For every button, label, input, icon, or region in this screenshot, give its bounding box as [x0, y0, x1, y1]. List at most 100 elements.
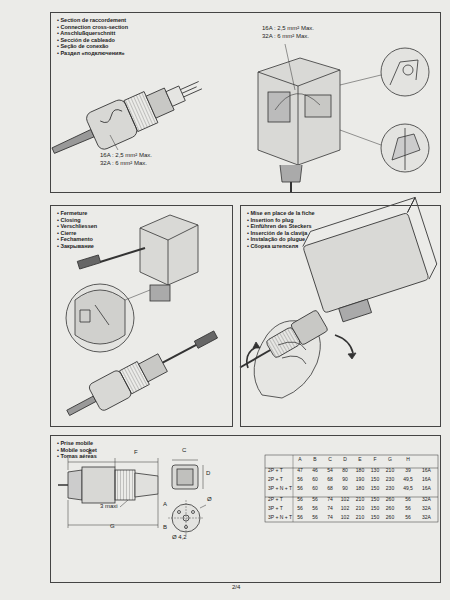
socket-drawing [258, 44, 429, 192]
dimension-label: 3 maxi [100, 503, 118, 510]
table-cell: 49,5 [403, 476, 413, 482]
table-cell: 150 [371, 485, 379, 491]
panel-heading: • Prise mobile [57, 440, 434, 447]
panel-heading: • Instalação do plugue [247, 236, 434, 243]
table-cell: 32A [422, 514, 431, 520]
table-cell: 210 [386, 467, 394, 473]
panel-heading: • Connection cross-section [57, 24, 434, 31]
panel-heading: • Inserción de la clavija [247, 230, 434, 237]
table-cell: 56 [297, 505, 303, 511]
panel-heading: • Mobile socket [57, 447, 434, 454]
table-cell: 180 [356, 467, 364, 473]
panel-heading: • Section de raccordement [57, 17, 434, 24]
table-cell: 56 [405, 514, 411, 520]
table-cell: 49,5 [403, 485, 413, 491]
table-cell: 74 [327, 496, 333, 502]
table-cell: 56 [297, 476, 303, 482]
table-cell: 32A [422, 496, 431, 502]
table-cell: 60 [312, 485, 318, 491]
dimension-label: 16A : 2,5 mm² Max. [100, 152, 152, 159]
table-cell: 2P + T [268, 467, 283, 473]
panel-heading: • Sección de cableado [57, 37, 434, 44]
panel-heading: • Cierre [57, 230, 226, 237]
table-cell: 16A [422, 467, 431, 473]
table-cell: 150 [371, 476, 379, 482]
table-cell: 16A [422, 485, 431, 491]
panel-heading: • Закрывание [57, 243, 226, 250]
panel-heading: • Insertion fo plug [247, 217, 434, 224]
table-cell: 39 [405, 467, 411, 473]
panel-heading: • Closing [57, 217, 226, 224]
table-cell: 90 [342, 485, 348, 491]
table-cell: E [358, 456, 361, 462]
panel-heading: • Сборка штепселя [247, 243, 434, 250]
dimension-label: F [134, 449, 138, 456]
plug-drawing [45, 67, 208, 169]
dimension-label: C [182, 447, 186, 454]
table-cell: 102 [341, 514, 349, 520]
instruction-panel: • Fermeture• Closing• Verschliessen• Cie… [50, 205, 233, 427]
panel-heading: • Einführen des Steckers [247, 223, 434, 230]
table-cell: B [313, 456, 316, 462]
table-cell: C [328, 456, 332, 462]
table-cell: 210 [356, 496, 364, 502]
table-cell: 74 [327, 514, 333, 520]
table-cell: 16A [422, 476, 431, 482]
insertion-drawing [234, 197, 445, 398]
panel-heading: • Fechamento [57, 236, 226, 243]
dimension-label: 16A : 2,5 mm² Max. [262, 25, 314, 32]
table-cell: 3P + N + T [268, 514, 292, 520]
table-cell: 3P + T [268, 505, 283, 511]
table-cell: 56 [297, 485, 303, 491]
table-cell: 230 [386, 485, 394, 491]
dimension-label: A [163, 501, 167, 508]
table-cell: 2P + T [268, 476, 283, 482]
table-cell: A [298, 456, 301, 462]
table-cell: 2P + T [268, 496, 283, 502]
panel-heading: • Verschliessen [57, 223, 226, 230]
table-cell: 60 [312, 476, 318, 482]
table-cell: 260 [386, 514, 394, 520]
dimension-label: B [163, 524, 167, 531]
panel-heading: • Раздел «подключения» [57, 50, 434, 57]
dimension-label: 32A : 6 mm² Max. [262, 33, 309, 40]
table-cell: 260 [386, 505, 394, 511]
table-cell: 56 [297, 496, 303, 502]
dimension-label: 32A : 6 mm² Max. [100, 160, 147, 167]
table-cell: 180 [356, 485, 364, 491]
table-cell: 54 [327, 467, 333, 473]
table-cell: 210 [356, 514, 364, 520]
table-cell: F [373, 456, 376, 462]
table-cell: 80 [342, 467, 348, 473]
table-cell: 56 [312, 496, 318, 502]
table-cell: 150 [371, 514, 379, 520]
table-cell: 260 [386, 496, 394, 502]
table-cell: 68 [327, 476, 333, 482]
table-cell: H [406, 456, 410, 462]
table-cell: 32A [422, 505, 431, 511]
table-cell: 47 [297, 467, 303, 473]
table-cell: 130 [371, 467, 379, 473]
dimension-label: E [88, 449, 92, 456]
table-cell: 56 [312, 514, 318, 520]
table-cell: D [343, 456, 347, 462]
table-cell: 56 [312, 505, 318, 511]
table-cell: 90 [342, 476, 348, 482]
table-cell: 150 [371, 505, 379, 511]
panel-heading: • Mise en place de la fiche [247, 210, 434, 217]
dimension-label: G [110, 523, 115, 530]
table-cell: 210 [356, 505, 364, 511]
table-cell: 68 [327, 485, 333, 491]
table-cell: 150 [371, 496, 379, 502]
table-cell: 56 [297, 514, 303, 520]
panel-heading: • Tomas aéreas [57, 453, 434, 460]
table-cell: 3P + N + T [268, 485, 292, 491]
dimension-drawing [58, 455, 438, 536]
table-cell: 74 [327, 505, 333, 511]
table-cell: 56 [405, 505, 411, 511]
table-cell: 190 [356, 476, 364, 482]
dimension-label: Ø [207, 496, 212, 503]
page-number: 2/4 [232, 584, 240, 591]
panel-heading: • Anschlußquerschnitt [57, 30, 434, 37]
